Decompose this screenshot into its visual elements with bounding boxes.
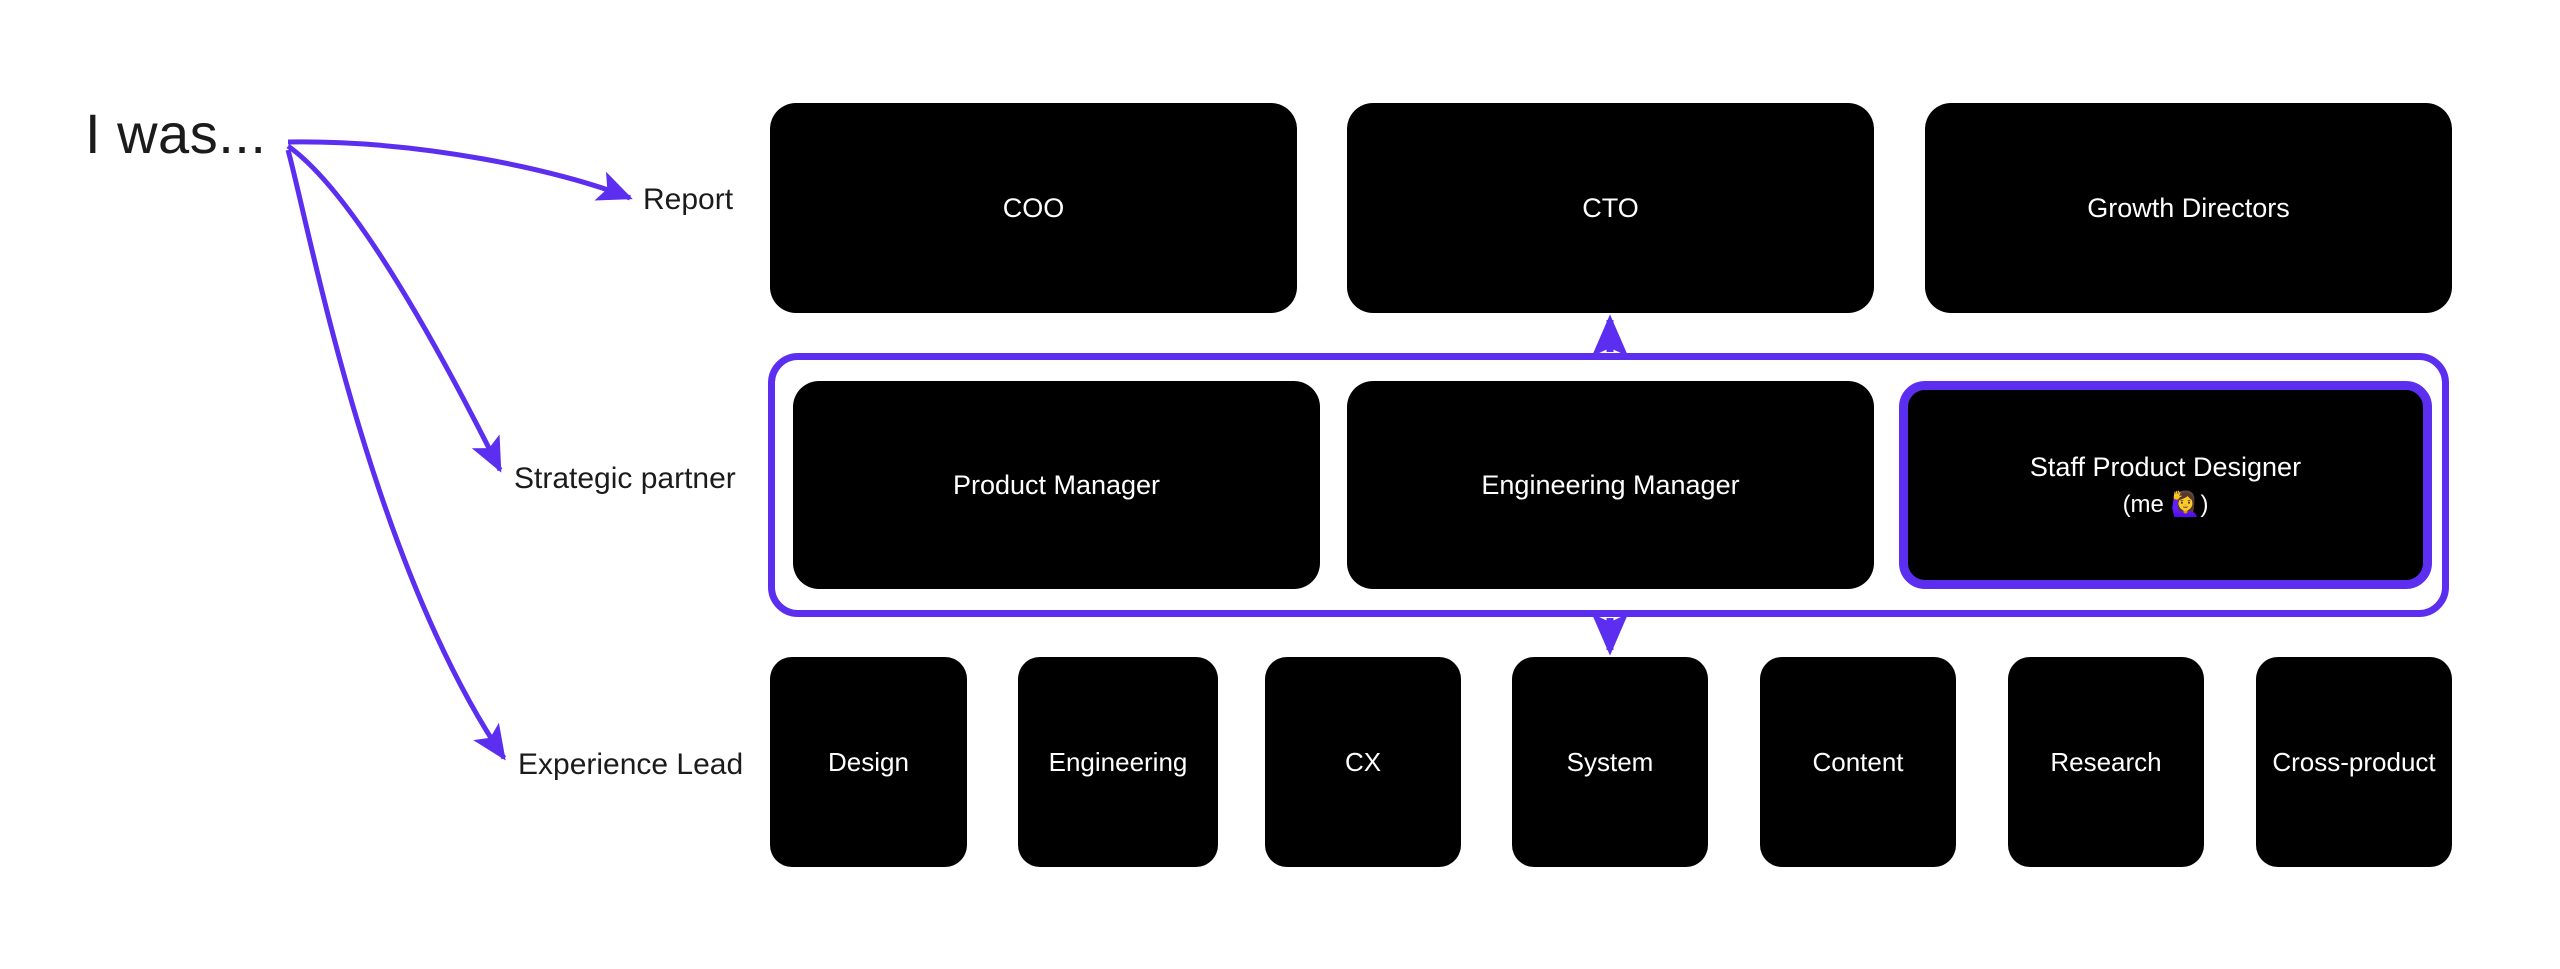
- node-cross-product[interactable]: Cross-product: [2256, 657, 2452, 867]
- node-coo[interactable]: COO: [770, 103, 1297, 313]
- node-cto[interactable]: CTO: [1347, 103, 1874, 313]
- arrow-to-strategic-partner: [286, 143, 503, 473]
- arrow-label-report: Report: [643, 183, 734, 216]
- node-system[interactable]: System: [1512, 657, 1708, 867]
- node-label: Cross-product: [2272, 746, 2436, 777]
- node-label: Engineering: [1048, 746, 1188, 777]
- arrow-label-strategic-partner: Strategic partner: [514, 462, 736, 495]
- node-label: System: [1566, 746, 1654, 777]
- node-label: Engineering Manager: [1481, 469, 1740, 500]
- node-label: Product Manager: [952, 469, 1161, 500]
- node-engineering-manager[interactable]: Engineering Manager: [1347, 381, 1874, 589]
- node-label: Content: [1812, 746, 1904, 777]
- node-label: Research: [2050, 746, 2162, 777]
- node-label: Growth Directors: [2087, 192, 2290, 223]
- arrow-to-experience-lead: [285, 149, 507, 761]
- node-sublabel: (me 🙋‍♀️): [2122, 490, 2209, 518]
- node-label: CX: [1344, 746, 1382, 777]
- node-label: CTO: [1582, 192, 1639, 223]
- node-label: Design: [828, 746, 909, 777]
- node-design[interactable]: Design: [770, 657, 967, 867]
- node-product-manager[interactable]: Product Manager: [793, 381, 1320, 589]
- arrow-to-report: [287, 139, 633, 201]
- intro-caption: I was...: [85, 102, 267, 165]
- node-label: Staff Product Designer: [2029, 451, 2302, 482]
- node-cx[interactable]: CX: [1265, 657, 1461, 867]
- node-staff-product-designer[interactable]: Staff Product Designer (me 🙋‍♀️): [1899, 381, 2432, 589]
- node-content[interactable]: Content: [1760, 657, 1956, 867]
- node-label: COO: [1002, 192, 1065, 223]
- node-research[interactable]: Research: [2008, 657, 2204, 867]
- node-growth-directors[interactable]: Growth Directors: [1925, 103, 2452, 313]
- node-engineering[interactable]: Engineering: [1018, 657, 1218, 867]
- arrow-label-experience-lead: Experience Lead: [518, 748, 744, 781]
